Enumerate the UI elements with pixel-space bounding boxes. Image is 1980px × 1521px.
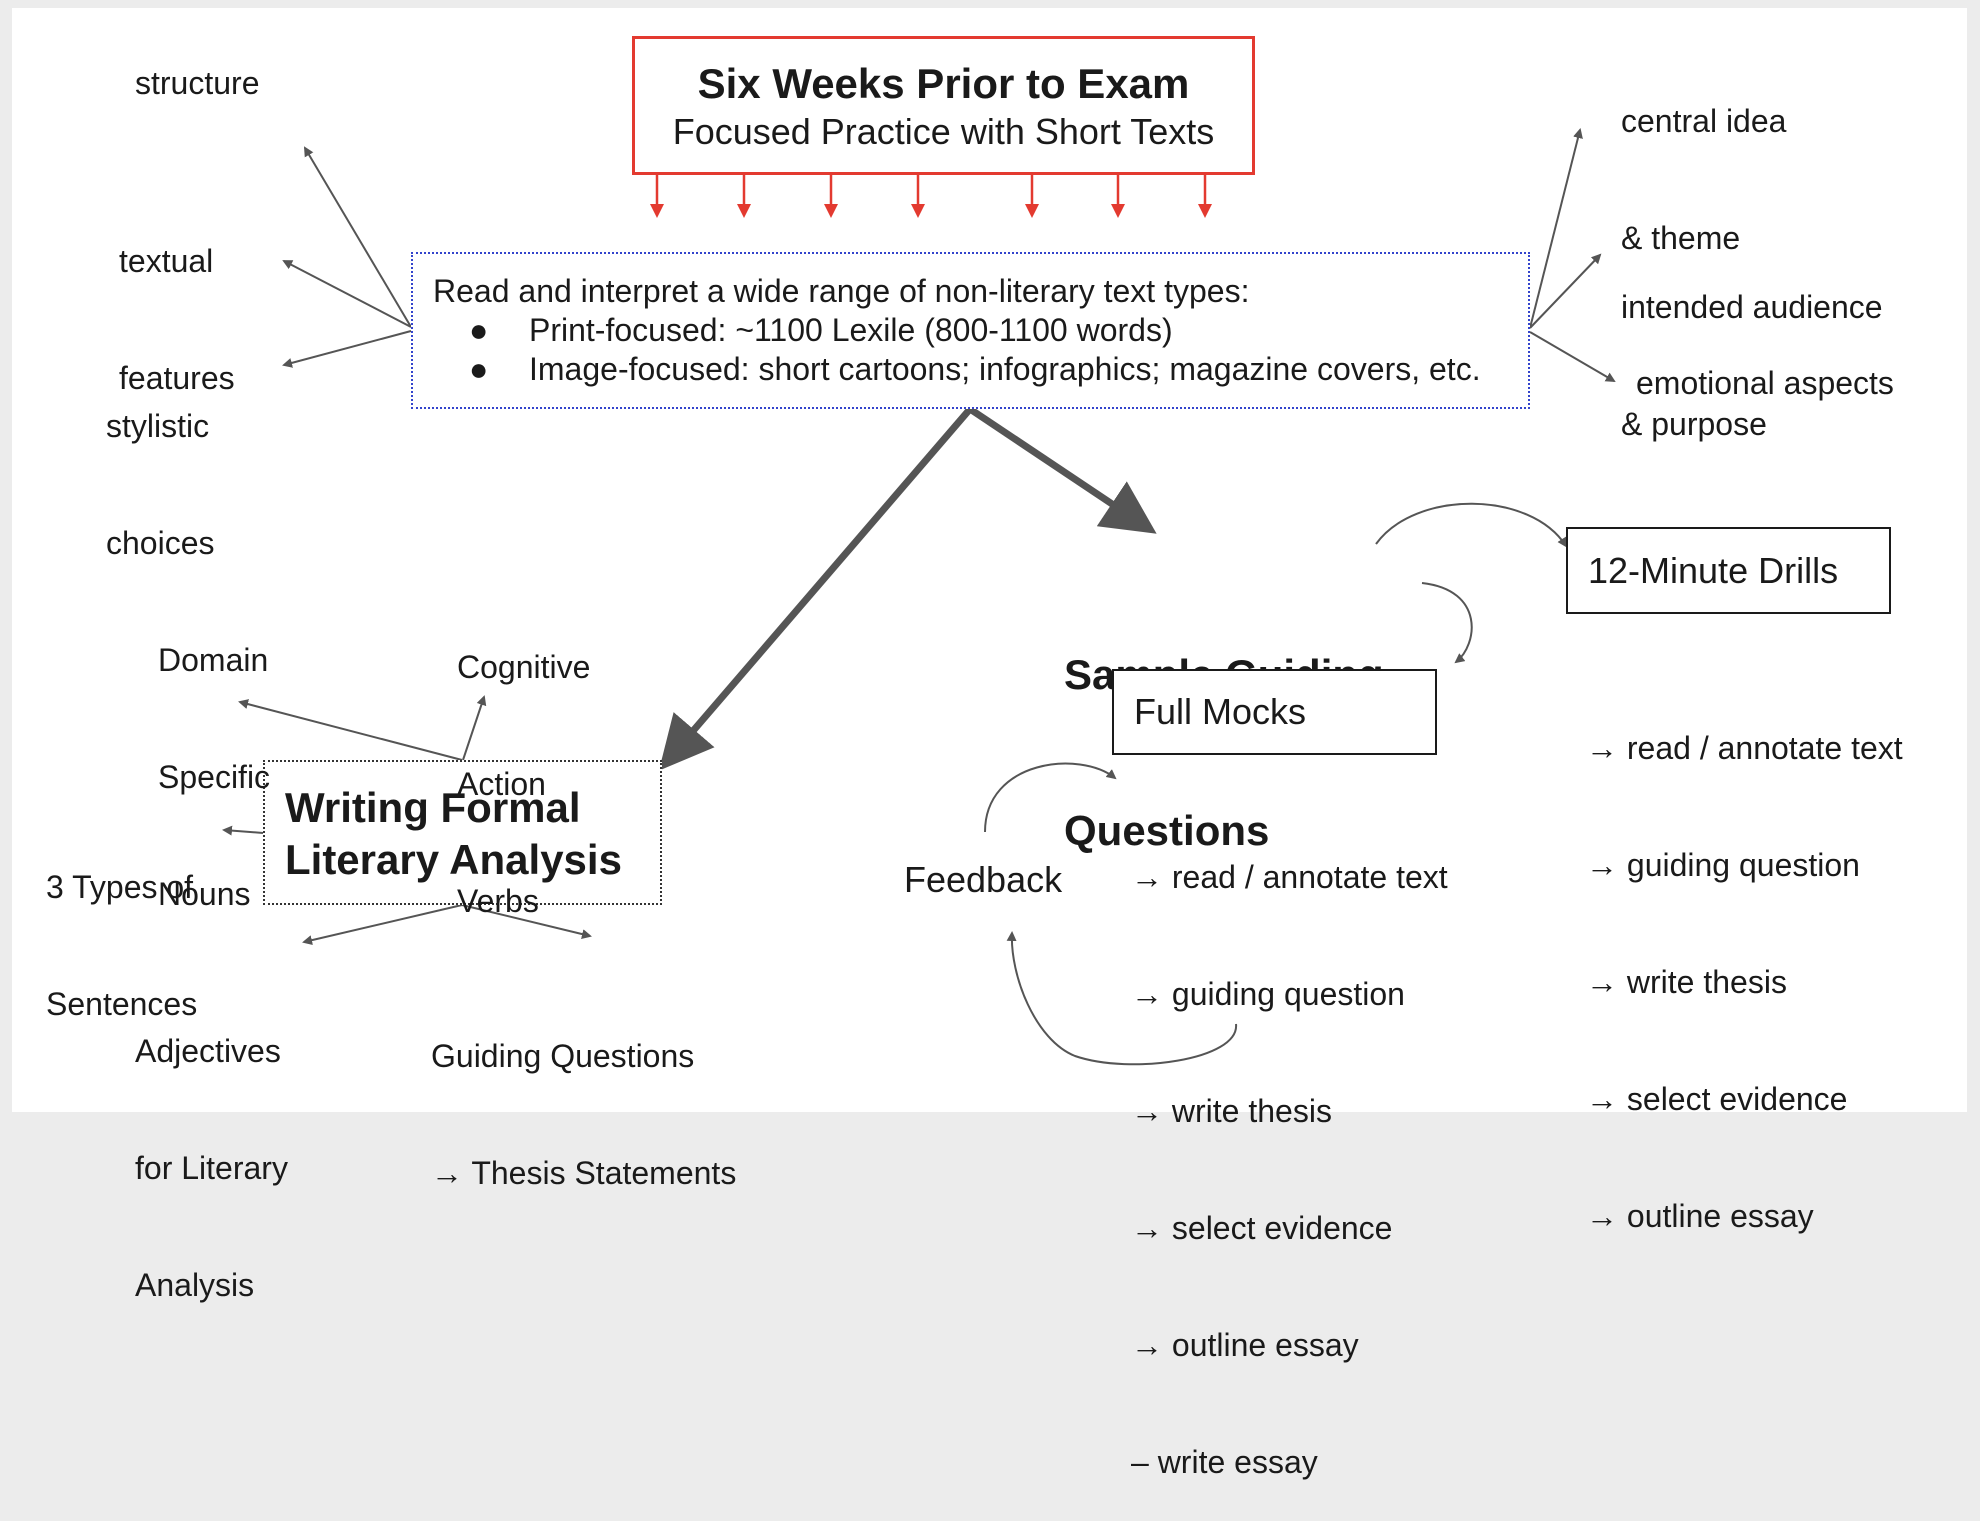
label-line: central idea: [1621, 103, 1787, 139]
title-heading: Six Weeks Prior to Exam: [697, 60, 1190, 107]
reading-intro: Read and interpret a wide range of non-l…: [433, 273, 1250, 309]
arrow-essay-to-feedback: [1006, 931, 1238, 1066]
label-line: Domain: [158, 642, 269, 678]
label-stylistic-choices: stylistic choices: [106, 329, 215, 602]
drills-box: 12-Minute Drills: [1566, 527, 1891, 614]
label-line: Nouns: [158, 876, 251, 912]
label-feedback: Feedback: [904, 859, 1063, 900]
drill-step: → outline essay: [1586, 1198, 1814, 1234]
writing-title-line: Writing Formal: [285, 784, 581, 831]
reading-bullet: ● Image-focused: short cartoons; infogra…: [433, 350, 1528, 389]
reading-box: Read and interpret a wide range of non-l…: [411, 252, 1530, 409]
label-line: & purpose: [1621, 406, 1767, 442]
drills-steps: → read / annotate text → guiding questio…: [1586, 651, 1903, 1275]
label-line: textual: [119, 243, 214, 279]
label-line: Sentences: [46, 986, 198, 1022]
mock-step: → read / annotate text: [1131, 859, 1448, 895]
drill-step: → write thesis: [1586, 964, 1787, 1000]
label-line: intended audience: [1621, 289, 1883, 325]
arrow-to-central-idea: [1529, 128, 1583, 329]
arrow-to-guiding-thesis: [461, 904, 592, 939]
label-central-idea: central idea & theme: [1621, 24, 1786, 297]
drill-step: → read / annotate text: [1586, 730, 1903, 766]
bullet-text: Print-focused: ~1100 Lexile (800-1100 wo…: [529, 312, 1173, 348]
label-line: 3 Types of: [46, 869, 194, 905]
mock-step: → select evidence: [1131, 1210, 1393, 1246]
full-mocks-box: Full Mocks: [1112, 669, 1437, 755]
arrow-to-emotional: [1529, 331, 1616, 383]
connector-layer: [222, 128, 1616, 1066]
full-mocks-title: Full Mocks: [1134, 691, 1307, 732]
arrow-to-sentence-types: [222, 825, 264, 836]
arrow-to-drills: [1375, 502, 1568, 548]
label-domain-nouns: Domain Specific Nouns: [158, 563, 270, 953]
bullet-dot: ●: [469, 312, 489, 348]
label-line: → Thesis Statements: [431, 1155, 737, 1191]
title-box: Six Weeks Prior to Exam Focused Practice…: [632, 36, 1255, 175]
drill-step: → select evidence: [1586, 1081, 1848, 1117]
arrow-to-structure: [303, 146, 412, 328]
label-cognitive-verbs: Cognitive Action Verbs: [457, 570, 590, 960]
label-line: & theme: [1621, 220, 1741, 256]
writing-title-line: Literary Analysis: [285, 836, 622, 883]
writing-analysis-box: Writing Formal Literary Analysis: [263, 760, 662, 905]
label-line: stylistic: [106, 408, 210, 444]
arrow-feedback-to-mocks: [984, 762, 1117, 833]
label-adjectives: Adjectives for Literary Analysis: [135, 954, 288, 1344]
label-guiding-thesis: Guiding Questions → Thesis Statements: [431, 959, 736, 1232]
mock-step: → write thesis: [1131, 1093, 1332, 1129]
label-structure: structure: [135, 65, 260, 101]
label-line: Cognitive: [457, 649, 591, 685]
guiding-title-line: Questions: [1064, 807, 1270, 854]
arrow-to-stylistic-choices: [282, 330, 412, 368]
main-flow-arrows: [658, 406, 1157, 771]
arrow-to-domain-nouns: [238, 699, 463, 761]
arrow-to-textual-features: [282, 260, 412, 328]
mock-step: → outline essay: [1131, 1327, 1359, 1363]
bullet-dot: ●: [469, 351, 489, 387]
label-audience-purpose: intended audience & purpose: [1621, 210, 1883, 483]
bullet-text: Image-focused: short cartoons; infograph…: [529, 351, 1481, 387]
label-emotional-aspects: emotional aspects: [1636, 365, 1894, 401]
label-sentence-types: 3 Types of Sentences: [46, 790, 197, 1063]
arrow-to-adjectives: [302, 904, 463, 946]
label-line: for Literary: [135, 1150, 288, 1186]
curved-arrows: [984, 502, 1568, 1066]
label-line: Verbs: [457, 883, 539, 919]
label-line: Specific: [158, 759, 271, 795]
label-textual-features: textual features: [119, 164, 235, 437]
label-line: choices: [106, 525, 215, 561]
label-line: Guiding Questions: [431, 1038, 695, 1074]
label-line: Adjectives: [135, 1033, 281, 1069]
left-aspect-arrows: [282, 146, 412, 368]
title-down-arrows: [650, 175, 1212, 218]
label-line: Action: [457, 766, 546, 802]
arrow-to-cognitive-verbs: [462, 695, 487, 761]
arrow-to-writing-analysis: [658, 406, 973, 771]
drill-step: → guiding question: [1586, 847, 1860, 883]
arrow-to-full-mocks: [1421, 582, 1473, 664]
label-line: features: [119, 360, 235, 396]
drills-title: 12-Minute Drills: [1588, 549, 1839, 591]
reading-bullet: ● Print-focused: ~1100 Lexile (800-1100 …: [433, 311, 1528, 350]
arrow-to-guiding-questions: [968, 406, 1157, 534]
mocks-steps: → read / annotate text → guiding questio…: [1131, 780, 1448, 1521]
mock-step: → guiding question: [1131, 976, 1405, 1012]
writing-analysis-arrows: [222, 695, 592, 946]
title-subheading: Focused Practice with Short Texts: [672, 111, 1215, 152]
label-line: Analysis: [135, 1267, 255, 1303]
mock-step: – write essay: [1131, 1444, 1318, 1480]
right-aspect-arrows: [1529, 128, 1616, 383]
arrow-to-audience: [1529, 253, 1602, 329]
